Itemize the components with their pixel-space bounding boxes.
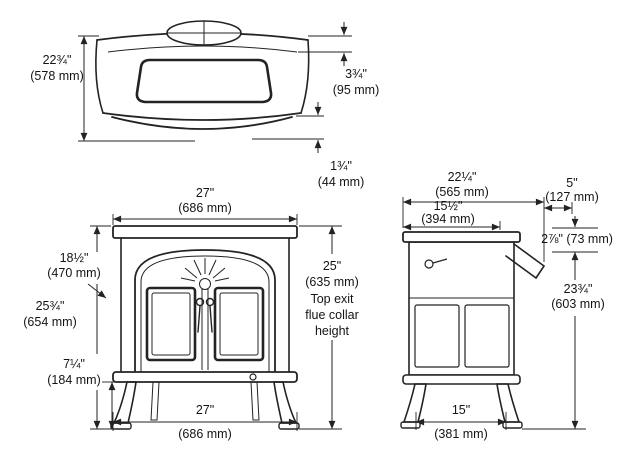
- rear-flue-duct: [505, 243, 545, 279]
- front-left-leg: [112, 381, 137, 424]
- door-handle-right-stem: [209, 305, 213, 333]
- side-body: [408, 241, 515, 376]
- dim-front-topwidth-in: 27": [196, 186, 214, 200]
- top-glass-window: [135, 58, 273, 104]
- sunburst-ray: [208, 259, 217, 276]
- flue-note-line3: height: [315, 324, 350, 338]
- dim-front-legheight-in: 7¼": [63, 357, 85, 371]
- dim-collar-rise: 3¾" (95 mm): [298, 22, 379, 97]
- dim-side-depths: 22¼" (565 mm) 15½" (394 mm): [402, 170, 545, 262]
- side-rear-leg: [496, 383, 521, 423]
- flue-duct-top: [513, 243, 545, 267]
- sunburst-ray: [212, 267, 226, 279]
- dim-front-bottomwidth-in: 27": [196, 403, 214, 417]
- leader-arrow: [87, 283, 107, 299]
- side-panel-front: [414, 304, 460, 368]
- flue-note-line2: flue collar: [305, 308, 359, 322]
- flue-duct-cap: [535, 265, 545, 279]
- dim-top-height-mm: (578 mm): [30, 69, 83, 83]
- dim-side-topdepth-mm: (394 mm): [421, 212, 474, 226]
- base-lip-curve: [111, 116, 293, 130]
- dim-side-legspan-mm: (381 mm): [434, 427, 487, 441]
- front-right-foot: [278, 422, 300, 430]
- front-right-leg: [273, 381, 298, 424]
- dim-side-flue-mm: (127 mm): [545, 190, 598, 204]
- dim-collar-rise-mm: (95 mm): [333, 83, 380, 97]
- side-front-leg: [402, 383, 427, 423]
- damper-handle: [424, 259, 434, 269]
- dim-front-height-in: 25¾": [36, 299, 65, 313]
- dim-front-glassheight-mm: (470 mm): [47, 266, 100, 280]
- dim-front-left-stack: 18½" (470 mm) 25¾" (654 mm) 7¼" (184 mm): [23, 225, 118, 430]
- door-arch-outer: [134, 249, 276, 373]
- dim-front-bottom-width: 27" (686 mm): [112, 403, 298, 441]
- front-view-drawing: 27" (686 mm): [23, 186, 358, 441]
- rear-right-leg: [250, 381, 260, 421]
- left-edge: [95, 39, 104, 114]
- dim-front-glassheight-in: 18½": [60, 251, 89, 265]
- dim-top-height-in: 22¾": [43, 53, 72, 67]
- dim-side-leg-span: 15" (381 mm): [415, 403, 507, 441]
- dim-bottom-lip: 1¾" (44 mm): [252, 102, 364, 189]
- side-view-drawing: 22¼" (565 mm) 15½" (394 mm) 5" (127 mm) …: [400, 170, 613, 441]
- door-handle-left-stem: [197, 305, 201, 333]
- dim-collar-rise-in: 3¾": [345, 67, 367, 81]
- dim-side-depth-in: 22¼": [448, 170, 477, 184]
- dim-front-topwidth-mm: (686 mm): [178, 201, 231, 215]
- sunburst-ray: [184, 267, 198, 279]
- right-edge: [300, 39, 310, 114]
- side-top-plate: [402, 231, 521, 243]
- sunburst-ornament: [180, 258, 230, 290]
- side-ash-lip: [402, 374, 521, 385]
- flue-duct-bottom: [505, 255, 537, 279]
- dim-front-flue-height: 25" (635 mm) Top exit flue collar height: [299, 225, 359, 430]
- dim-front-height-mm: (654 mm): [23, 315, 76, 329]
- dim-side-rear-height: 2⅞" (73 mm) 23¾" (603 mm): [522, 216, 613, 430]
- dim-top-height: 22¾" (578 mm): [30, 35, 195, 142]
- right-door-glass: [213, 286, 265, 362]
- dim-bottom-lip-mm: (44 mm): [318, 175, 365, 189]
- dim-front-legheight-mm: (184 mm): [47, 373, 100, 387]
- dim-front-top-width: 27" (686 mm): [112, 186, 298, 225]
- sunburst-ray: [193, 259, 202, 276]
- flue-note-line1: Top exit: [310, 292, 354, 306]
- rear-left-leg: [150, 381, 160, 421]
- top-plate-front-edge: [107, 45, 298, 53]
- sunburst-ray: [180, 277, 196, 282]
- sunburst-medallion: [199, 278, 211, 290]
- dim-side-topdepth-in: 15½": [434, 199, 463, 213]
- dim-front-fluecollar-mm: (635 mm): [305, 275, 358, 289]
- dim-side-rearheight-in: 23¾": [564, 282, 593, 296]
- damper-rod: [432, 258, 448, 264]
- dim-front-fluecollar-in: 25": [323, 259, 341, 273]
- left-door-glass: [145, 286, 197, 362]
- dim-side-flue: 5" (127 mm): [544, 176, 599, 214]
- dim-front-bottomwidth-mm: (686 mm): [178, 427, 231, 441]
- dim-side-rearheight-mm: (603 mm): [551, 297, 604, 311]
- ash-lip: [112, 371, 298, 383]
- side-front-foot: [400, 421, 421, 429]
- left-door-glass-inner: [151, 292, 191, 356]
- right-door-glass-inner: [219, 292, 259, 356]
- ash-door-latch: [249, 373, 257, 381]
- front-left-foot: [110, 422, 132, 430]
- dim-side-flueoffset: 2⅞" (73 mm): [541, 232, 613, 246]
- door-handles: [195, 297, 215, 333]
- dim-bottom-lip-in: 1¾": [330, 159, 352, 173]
- top-view-drawing: 22¾" (578 mm) 3¾" (95 mm) 1¾" (44 mm): [30, 20, 379, 189]
- dim-side-depth-mm: (565 mm): [435, 185, 488, 199]
- door-arch-inner: [140, 255, 270, 372]
- dim-side-legspan-in: 15": [452, 403, 470, 417]
- bottom-edge: [102, 112, 302, 121]
- stove-top-plate: [112, 225, 298, 239]
- sunburst-ray: [214, 277, 230, 282]
- side-panel-rear: [464, 304, 510, 368]
- dim-side-flue-in: 5": [566, 176, 577, 190]
